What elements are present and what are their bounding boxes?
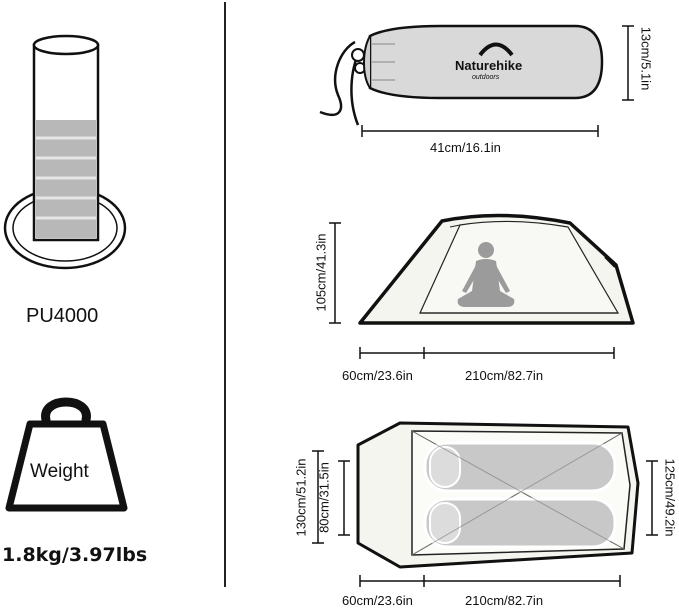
bag-brand-subtext: outdoors xyxy=(472,74,500,81)
side-vestibule-label: 60cm/23.6in xyxy=(342,368,413,383)
weight-badge-label: Weight xyxy=(30,461,89,482)
sleeping-bag-icon xyxy=(423,441,617,549)
side-inner-length-label: 210cm/82.7in xyxy=(465,368,544,383)
water-column-icon xyxy=(3,34,127,270)
top-inner-length-label: 210cm/82.7in xyxy=(465,593,544,608)
top-inner-width-foot-label: 125cm/49.2in xyxy=(662,458,678,537)
waterproof-rating-label: PU4000 xyxy=(26,305,99,327)
packed-diameter-label: 13cm/5.1in xyxy=(638,26,654,91)
top-outer-width-label: 130cm/51.2in xyxy=(293,458,309,537)
person-silhouette-icon xyxy=(457,242,515,307)
left-illustrations xyxy=(3,34,128,512)
side-height-label: 105cm/41.3in xyxy=(313,233,329,312)
bag-brand-logo-text: Naturehike xyxy=(455,58,523,73)
packed-bag-diagram xyxy=(319,24,634,137)
section-divider xyxy=(224,2,226,587)
weight-icon xyxy=(5,397,128,512)
tent-top-view-diagram xyxy=(312,421,658,587)
tent-side-view-diagram xyxy=(329,213,635,359)
packed-length-label: 41cm/16.1in xyxy=(430,140,501,155)
top-vestibule-label: 60cm/23.6in xyxy=(342,593,413,608)
weight-value: 1.8kg/3.97lbs xyxy=(2,544,148,566)
top-inner-width-head-label: 80cm/31.5in xyxy=(316,462,332,533)
